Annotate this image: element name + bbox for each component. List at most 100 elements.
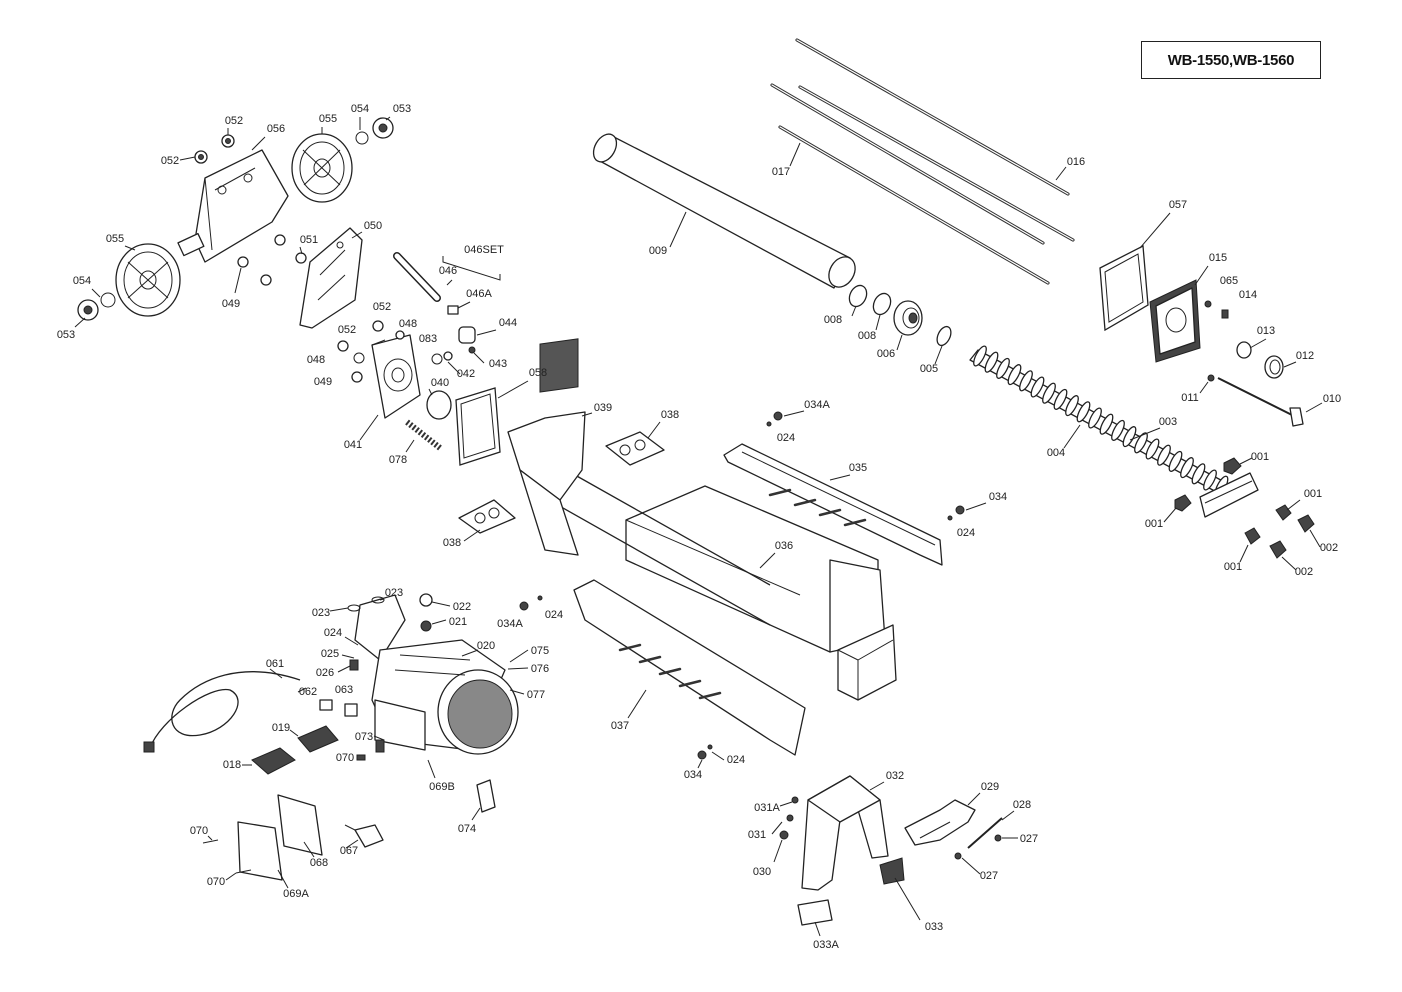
part-label: 024 bbox=[777, 432, 795, 444]
part-label: 029 bbox=[981, 781, 999, 793]
part-label: 004 bbox=[1047, 447, 1065, 459]
part-label: 075 bbox=[531, 645, 549, 657]
screw-flight bbox=[1007, 364, 1022, 386]
end-bracket bbox=[1174, 457, 1315, 559]
part-label: 031 bbox=[748, 829, 766, 841]
main-frame bbox=[539, 474, 897, 701]
part-label: 062 bbox=[299, 686, 317, 698]
part-label: 046 bbox=[439, 265, 457, 277]
part-label: 001 bbox=[1224, 561, 1242, 573]
part-label: 005 bbox=[920, 363, 938, 375]
part-label: 055 bbox=[319, 113, 337, 125]
part-label: 002 bbox=[1320, 542, 1338, 554]
part-label: 033 bbox=[925, 921, 943, 933]
part-label: 076 bbox=[531, 663, 549, 675]
guide-035 bbox=[723, 443, 943, 566]
part-label: 052 bbox=[373, 301, 391, 313]
part-label: 034 bbox=[989, 491, 1007, 503]
part-label: 011 bbox=[1181, 392, 1199, 404]
gearbox bbox=[371, 334, 421, 419]
part-label: 050 bbox=[364, 220, 382, 232]
part-label: 003 bbox=[1159, 416, 1177, 428]
part-label: 042 bbox=[457, 368, 475, 380]
hydraulic-tube bbox=[592, 133, 856, 289]
part-label: 024 bbox=[727, 754, 745, 766]
screw-flight bbox=[1030, 376, 1045, 398]
part-label: 046SET bbox=[464, 244, 504, 256]
part-label: 055 bbox=[106, 233, 124, 245]
part-label: 052 bbox=[225, 115, 243, 127]
screw-flight bbox=[973, 345, 987, 367]
part-label: 024 bbox=[324, 627, 342, 639]
part-label: 008 bbox=[858, 330, 876, 342]
worm-shaft-078 bbox=[405, 419, 442, 451]
part-label: 018 bbox=[223, 759, 241, 771]
part-label: 001 bbox=[1251, 451, 1269, 463]
part-label: 001 bbox=[1304, 488, 1322, 500]
part-label: 015 bbox=[1209, 252, 1227, 264]
part-label: 006 bbox=[877, 348, 895, 360]
shaft-046 bbox=[393, 252, 459, 315]
part-label: 040 bbox=[431, 377, 449, 389]
part-label: 022 bbox=[453, 601, 471, 613]
part-label: 074 bbox=[458, 823, 476, 835]
part-label: 069A bbox=[283, 888, 309, 900]
adjust-plate bbox=[299, 227, 363, 329]
part-label: 013 bbox=[1257, 325, 1275, 337]
part-label: 054 bbox=[351, 103, 369, 115]
part-label: 030 bbox=[753, 866, 771, 878]
cover-039 bbox=[507, 338, 586, 556]
part-label: 054 bbox=[73, 275, 91, 287]
part-label: 008 bbox=[824, 314, 842, 326]
part-label: 058 bbox=[529, 367, 547, 379]
part-label: 069B bbox=[429, 781, 455, 793]
part-label: 048 bbox=[307, 354, 325, 366]
part-label: 009 bbox=[649, 245, 667, 257]
part-label: 049 bbox=[314, 376, 332, 388]
screw-flight bbox=[1157, 444, 1171, 466]
screw-flight bbox=[1203, 469, 1217, 491]
part-label: 052 bbox=[338, 324, 356, 336]
part-label: 026 bbox=[316, 667, 334, 679]
screw-flight bbox=[1019, 370, 1033, 392]
part-label: 070 bbox=[336, 752, 354, 764]
part-label: 019 bbox=[272, 722, 290, 734]
part-label: 056 bbox=[267, 123, 285, 135]
feed-screw bbox=[969, 345, 1233, 497]
part-label: 016 bbox=[1067, 156, 1085, 168]
part-label: 002 bbox=[1295, 566, 1313, 578]
part-label: 010 bbox=[1323, 393, 1341, 405]
screw-flight bbox=[1076, 401, 1091, 423]
ring-012 bbox=[1264, 355, 1284, 379]
pulley-bracket bbox=[177, 149, 289, 263]
part-label: 077 bbox=[527, 689, 545, 701]
part-label: 067 bbox=[340, 845, 358, 857]
part-label: 034 bbox=[684, 769, 702, 781]
part-label: 039 bbox=[594, 402, 612, 414]
end-housing-015 bbox=[1149, 279, 1201, 363]
screw-flight bbox=[1065, 395, 1079, 417]
part-label: 034A bbox=[497, 618, 523, 630]
part-label: 034A bbox=[804, 399, 830, 411]
model-number-box: WB-1550,WB-1560 bbox=[1141, 41, 1321, 79]
screw-flight bbox=[1191, 463, 1206, 485]
part-label: 070 bbox=[190, 825, 208, 837]
guide-037 bbox=[573, 579, 806, 756]
part-label: 065 bbox=[1220, 275, 1238, 287]
part-label: 035 bbox=[849, 462, 867, 474]
tie-rods bbox=[770, 38, 1075, 285]
part-label: 021 bbox=[449, 616, 467, 628]
part-label: 024 bbox=[957, 527, 975, 539]
screw-flight bbox=[1042, 382, 1056, 404]
part-label: 063 bbox=[335, 684, 353, 696]
part-label: 031A bbox=[754, 802, 780, 814]
part-label: 046A bbox=[466, 288, 492, 300]
part-label: 041 bbox=[344, 439, 362, 451]
part-label: 052 bbox=[161, 155, 179, 167]
part-label: 048 bbox=[399, 318, 417, 330]
pulley-upper bbox=[291, 133, 353, 203]
part-label: 014 bbox=[1239, 289, 1257, 301]
part-label: 044 bbox=[499, 317, 517, 329]
part-label: 053 bbox=[57, 329, 75, 341]
